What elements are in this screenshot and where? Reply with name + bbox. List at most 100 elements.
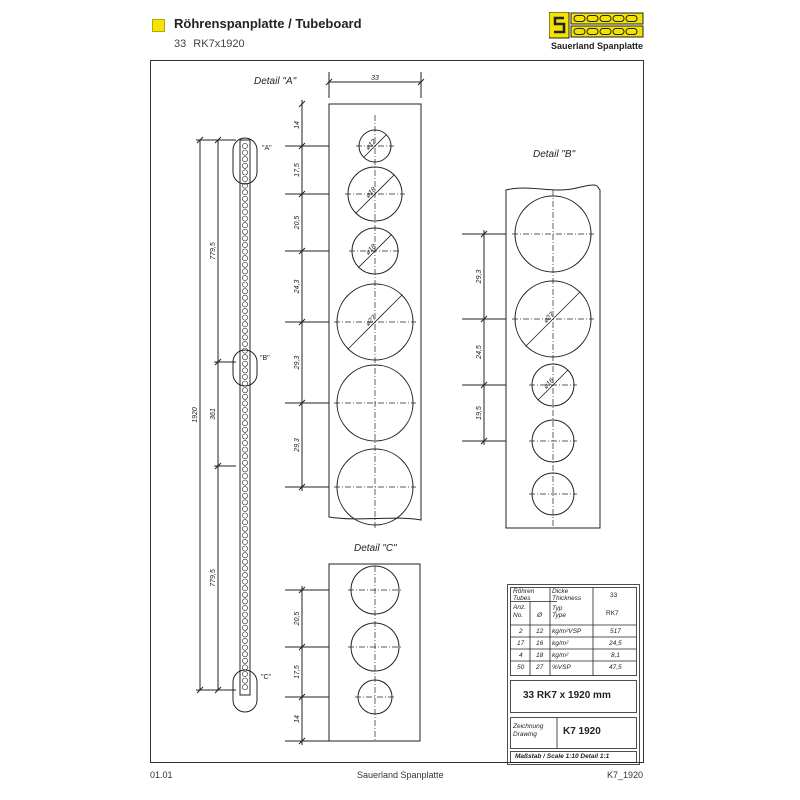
overview-hole-26 (242, 314, 248, 321)
overview-dim-total-tick-bottom (196, 686, 204, 694)
overview-hole-67 (242, 585, 248, 592)
overview-hole-72 (242, 618, 248, 625)
overview-hole-27 (242, 321, 248, 328)
brand-name: Sauerland Spanplatte (551, 41, 644, 51)
detail-a-dia-1-leader (363, 134, 387, 158)
spec-type: RK7 (606, 610, 619, 617)
detail-a-dim-label-5: 29,3 (294, 438, 301, 453)
overview-hole-14 (242, 235, 248, 242)
overview-hole-63 (242, 558, 248, 565)
overview-hole-35 (242, 374, 248, 380)
overview-hole-11 (242, 215, 248, 222)
spec-row-2-value: 24,5 (609, 640, 622, 647)
overview-hole-25 (242, 308, 248, 314)
overview-hole-48 (242, 459, 248, 466)
footer-left: 01.01 (150, 770, 173, 780)
detail-a-board (328, 103, 422, 521)
spec-row-3-dia: 18 (536, 652, 544, 659)
detail-b-dim-tick-2 (480, 381, 488, 389)
spec-row-1-value: 517 (610, 628, 621, 635)
detail-b-drawing: 29,324,519,5⌀27⌀16 (462, 184, 601, 529)
overview-hole-34 (242, 367, 248, 374)
footer-center: Sauerland Spanplatte (357, 770, 444, 780)
detail-c-board (328, 563, 421, 742)
spec-row-3-unit: kg/m² (552, 652, 569, 659)
overview-hole-45 (242, 440, 248, 446)
spec-row-1-dia: 12 (536, 628, 544, 635)
spec-scale: Maßstab / Scale 1:10 Detail 1:1 (515, 753, 610, 760)
spec-thickness: 33 (610, 592, 618, 599)
overview-dim-upper-label: 779,5 (210, 242, 217, 260)
overview-hole-65 (242, 572, 248, 578)
spec-head-thick-en: Thickness (552, 595, 582, 602)
overview-hole-2 (242, 156, 248, 163)
overview-callout-a (232, 137, 258, 185)
overview-hole-73 (242, 624, 248, 631)
overview-hole-13 (242, 228, 248, 235)
overview-hole-80 (242, 671, 248, 677)
detail-b-dim-label-2: 19,5 (476, 406, 483, 420)
overview-hole-61 (242, 545, 248, 552)
overview-hole-77 (242, 651, 248, 658)
overview-hole-16 (242, 248, 248, 255)
spec-drawing-de: Zeichnung (513, 723, 544, 730)
spec-head-count: Anz. (513, 604, 527, 611)
overview-hole-55 (242, 506, 248, 512)
overview-hole-40 (242, 407, 248, 413)
overview-hole-78 (242, 657, 248, 664)
overview-marker-c: "C" (261, 674, 272, 681)
overview-dim-total-label: 1920 (192, 407, 199, 423)
footer-right: K7_1920 (607, 770, 644, 780)
overview-hole-47 (242, 453, 248, 460)
overview-hole-56 (242, 512, 248, 519)
overview-hole-3 (242, 162, 248, 169)
overview-hole-38 (242, 393, 248, 400)
detail-a-dim-tick-3 (298, 247, 306, 255)
overview-board-outline (239, 139, 251, 696)
overview-hole-70 (242, 605, 248, 611)
overview-dim-middle-label: 361 (210, 408, 217, 420)
overview-hole-39 (242, 400, 248, 407)
detail-c-dim-label-2: 14 (294, 715, 301, 723)
spec-row-2-count: 17 (517, 640, 525, 647)
detail-b-dia-2-leader (537, 369, 569, 401)
detail-a-dia-4-leader (347, 294, 403, 350)
detail-a-dia-3-leader (358, 234, 392, 268)
overview-hole-71 (242, 611, 248, 618)
overview-hole-32 (242, 354, 248, 361)
overview-hole-37 (242, 387, 248, 394)
spec-head-dia: Ø (537, 612, 543, 619)
spec-head-type-de: Typ (552, 605, 563, 612)
detail-a-dim-tick-5 (298, 399, 306, 407)
overview-hole-64 (242, 565, 248, 572)
overview-hole-17 (242, 255, 248, 262)
detail-a-width-label: 33 (371, 75, 379, 82)
overview-hole-51 (242, 479, 248, 486)
spec-head-tubes-en: Tubes (513, 595, 531, 602)
overview-hole-4 (242, 169, 248, 176)
overview-hole-62 (242, 552, 248, 559)
overview-hole-23 (242, 294, 248, 301)
overview-hole-58 (242, 525, 248, 532)
detail-a-dim-label-2: 20,5 (294, 216, 301, 231)
overview-hole-76 (242, 644, 248, 651)
overview-hole-9 (242, 202, 248, 209)
overview-hole-12 (242, 222, 248, 229)
spec-head-no: No. (513, 612, 524, 619)
page-title: Röhrenspanplatte / Tubeboard (174, 16, 362, 31)
header-accent-square (152, 19, 165, 32)
spec-table-grid (507, 584, 640, 765)
overview-hole-53 (242, 492, 248, 499)
detail-a-width-tick-l (325, 78, 333, 86)
overview-hole-20 (242, 275, 248, 281)
overview-hole-49 (242, 466, 248, 473)
detail-c-dim-label-0: 20,5 (294, 612, 301, 627)
spec-row-1-count: 2 (519, 628, 523, 635)
overview-callout-c (232, 669, 258, 713)
detail-b-dim-tick-1 (480, 315, 488, 323)
detail-a-width-tick-r (417, 78, 425, 86)
spec-row-4-unit: %VSP (552, 664, 571, 671)
spec-row-3-count: 4 (519, 652, 523, 659)
detail-c-dim-tick-0 (298, 586, 306, 594)
